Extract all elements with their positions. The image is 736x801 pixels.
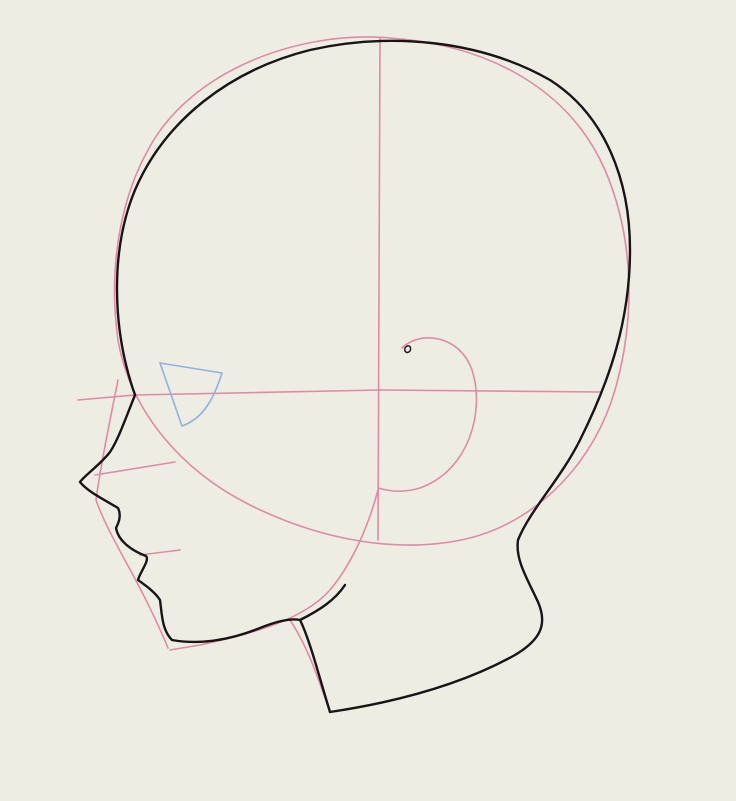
mouth-guide xyxy=(139,549,181,556)
face-profile-outline xyxy=(78,393,332,714)
ear-guide xyxy=(377,337,478,492)
nose-guide xyxy=(94,461,176,476)
ear-mark xyxy=(404,345,412,354)
ink-outline xyxy=(78,39,632,714)
jaw-outline xyxy=(298,583,347,622)
vertical-center-guide xyxy=(377,37,381,541)
eye-guide-shape xyxy=(159,362,223,427)
face-front-guide xyxy=(95,379,169,649)
horizontal-eye-guide xyxy=(77,389,601,401)
cranium-outline xyxy=(115,39,632,714)
